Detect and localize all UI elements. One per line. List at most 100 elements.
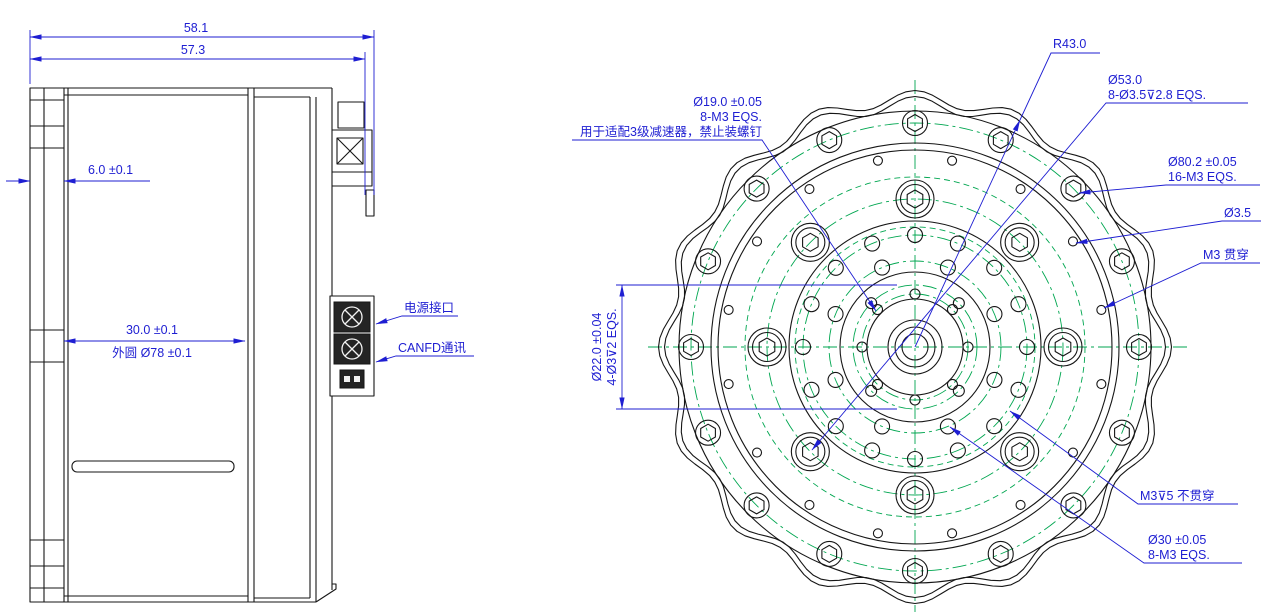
hex-socket-icon — [907, 113, 923, 133]
flange-notches — [30, 99, 64, 589]
mid-ring-hole — [1010, 296, 1027, 313]
label-canfd-port: CANFD通讯 — [398, 341, 467, 355]
counterbore-hole — [1047, 331, 1079, 363]
outer-bolt-hole — [695, 419, 722, 446]
pitch-circle — [766, 198, 1064, 496]
small-through-hole — [1067, 236, 1079, 247]
hex-socket-icon — [1011, 232, 1028, 252]
hex-socket-icon — [1065, 179, 1082, 198]
body-circle — [894, 326, 936, 368]
outer-bolt-hole — [901, 109, 929, 137]
mid-ring-hole — [794, 338, 812, 356]
small-through-hole — [804, 499, 815, 511]
callout-d80-line2: 16-M3 EQS. — [1168, 170, 1237, 184]
dim-text-flange: 6.0 ±0.1 — [88, 163, 133, 177]
top-bracket — [331, 129, 373, 187]
callout-d30-line1: Ø30 ±0.05 — [1148, 533, 1206, 547]
callout-d30-line2: 8-M3 EQS. — [1148, 548, 1210, 562]
mid-ring-hole — [986, 418, 1003, 435]
bracket-square — [336, 137, 364, 165]
power-connector-cross-icon — [344, 309, 360, 325]
body-edge-lines — [64, 94, 248, 597]
counterbore-hole — [795, 227, 826, 258]
housing-face-lines — [309, 97, 317, 602]
pin-1-icon — [344, 376, 350, 382]
body-slot — [71, 460, 235, 473]
power-connector-icon — [341, 306, 363, 328]
body-circle — [887, 319, 943, 375]
counterbore-boss — [790, 432, 830, 472]
callout-d53-line2: 8-Ø3.5⊽2.8 EQS. — [1108, 88, 1206, 102]
hex-socket-icon — [907, 561, 923, 581]
label-power-port: 电源接口 — [404, 300, 454, 315]
dim-text-57-3: 57.3 — [181, 43, 205, 57]
small-through-hole — [872, 528, 883, 539]
pin-connector-body — [339, 369, 365, 389]
side-tab — [365, 189, 375, 217]
small-through-hole — [947, 528, 958, 539]
dim-text-30-0: 30.0 ±0.1 — [126, 323, 178, 337]
mid-ring-hole — [803, 381, 820, 398]
body-circle — [710, 142, 1120, 552]
outer-bolt-hole — [743, 492, 770, 519]
callout-d22-line1: Ø22.0 ±0.04 — [590, 313, 604, 382]
hex-socket-icon — [992, 131, 1009, 150]
counterbore-hole — [1004, 436, 1035, 467]
hex-socket-icon — [1114, 252, 1130, 271]
outer-bolt-hole — [816, 540, 843, 567]
hex-socket-icon — [1131, 337, 1147, 357]
hub-m3-hole — [946, 378, 959, 391]
leader-d80 — [1078, 184, 1260, 195]
leader-power-port — [375, 315, 458, 325]
hub-dowel-hole — [952, 297, 965, 310]
small-through-hole — [804, 183, 815, 195]
small-through-hole — [872, 155, 883, 166]
body-circle — [788, 220, 1042, 474]
canfd-connector-cross-icon — [344, 341, 360, 357]
scalloped-outer-edge — [657, 89, 1173, 605]
hex-socket-icon — [748, 179, 765, 198]
callout-d35: Ø3.5 — [1224, 206, 1251, 220]
dim-text-58-1: 58.1 — [184, 21, 208, 35]
small-through-hole — [1067, 447, 1079, 458]
mid-ring-hole — [827, 418, 844, 435]
body-circle — [839, 271, 991, 423]
m3-hole — [827, 306, 844, 323]
bracket-cross — [336, 137, 364, 165]
front-view-callouts: R43.0 Ø53.0 8-Ø3.5⊽2.8 EQS. Ø19.0 ±0.05 … — [572, 37, 1261, 564]
body-circle — [901, 333, 929, 361]
outer-bolt-hole — [743, 175, 770, 202]
hex-socket-icon — [1011, 442, 1028, 462]
callout-m3-blind: M3⊽5 不贯穿 — [1140, 488, 1214, 503]
hub-m3-hole — [962, 341, 974, 353]
outer-bolt-hole — [1060, 492, 1087, 519]
leader-m3-blind — [1009, 410, 1238, 505]
m3-hole — [939, 418, 956, 435]
pitch-circle — [690, 122, 1140, 572]
small-through-hole — [1015, 183, 1026, 195]
hex-socket-icon — [758, 337, 776, 357]
scalloped-inner-edge — [663, 95, 1167, 599]
hidden-feature-circle — [744, 176, 1086, 518]
hex-socket-icon — [1114, 423, 1130, 442]
d22-extension-lines — [616, 284, 897, 410]
small-through-hole — [751, 236, 763, 247]
m3-hole — [827, 371, 844, 388]
front-view-geometry — [657, 89, 1173, 605]
counterbore-hole — [751, 331, 783, 363]
pin-2-icon — [354, 376, 360, 382]
callout-d80-line1: Ø80.2 ±0.05 — [1168, 155, 1237, 169]
m3-hole — [874, 418, 891, 435]
leader-canfd-port — [375, 355, 474, 363]
connector-housing — [329, 295, 375, 397]
counterbore-hole — [795, 436, 826, 467]
m3-hole — [986, 306, 1003, 323]
leader-r43 — [914, 119, 1021, 348]
outer-bolt-hole — [1108, 248, 1135, 275]
leader-r43-shelf — [1019, 52, 1100, 121]
hex-socket-icon — [906, 189, 924, 209]
hex-socket-icon — [748, 496, 765, 515]
leader-d30 — [949, 426, 1242, 564]
hex-socket-icon — [700, 423, 716, 442]
